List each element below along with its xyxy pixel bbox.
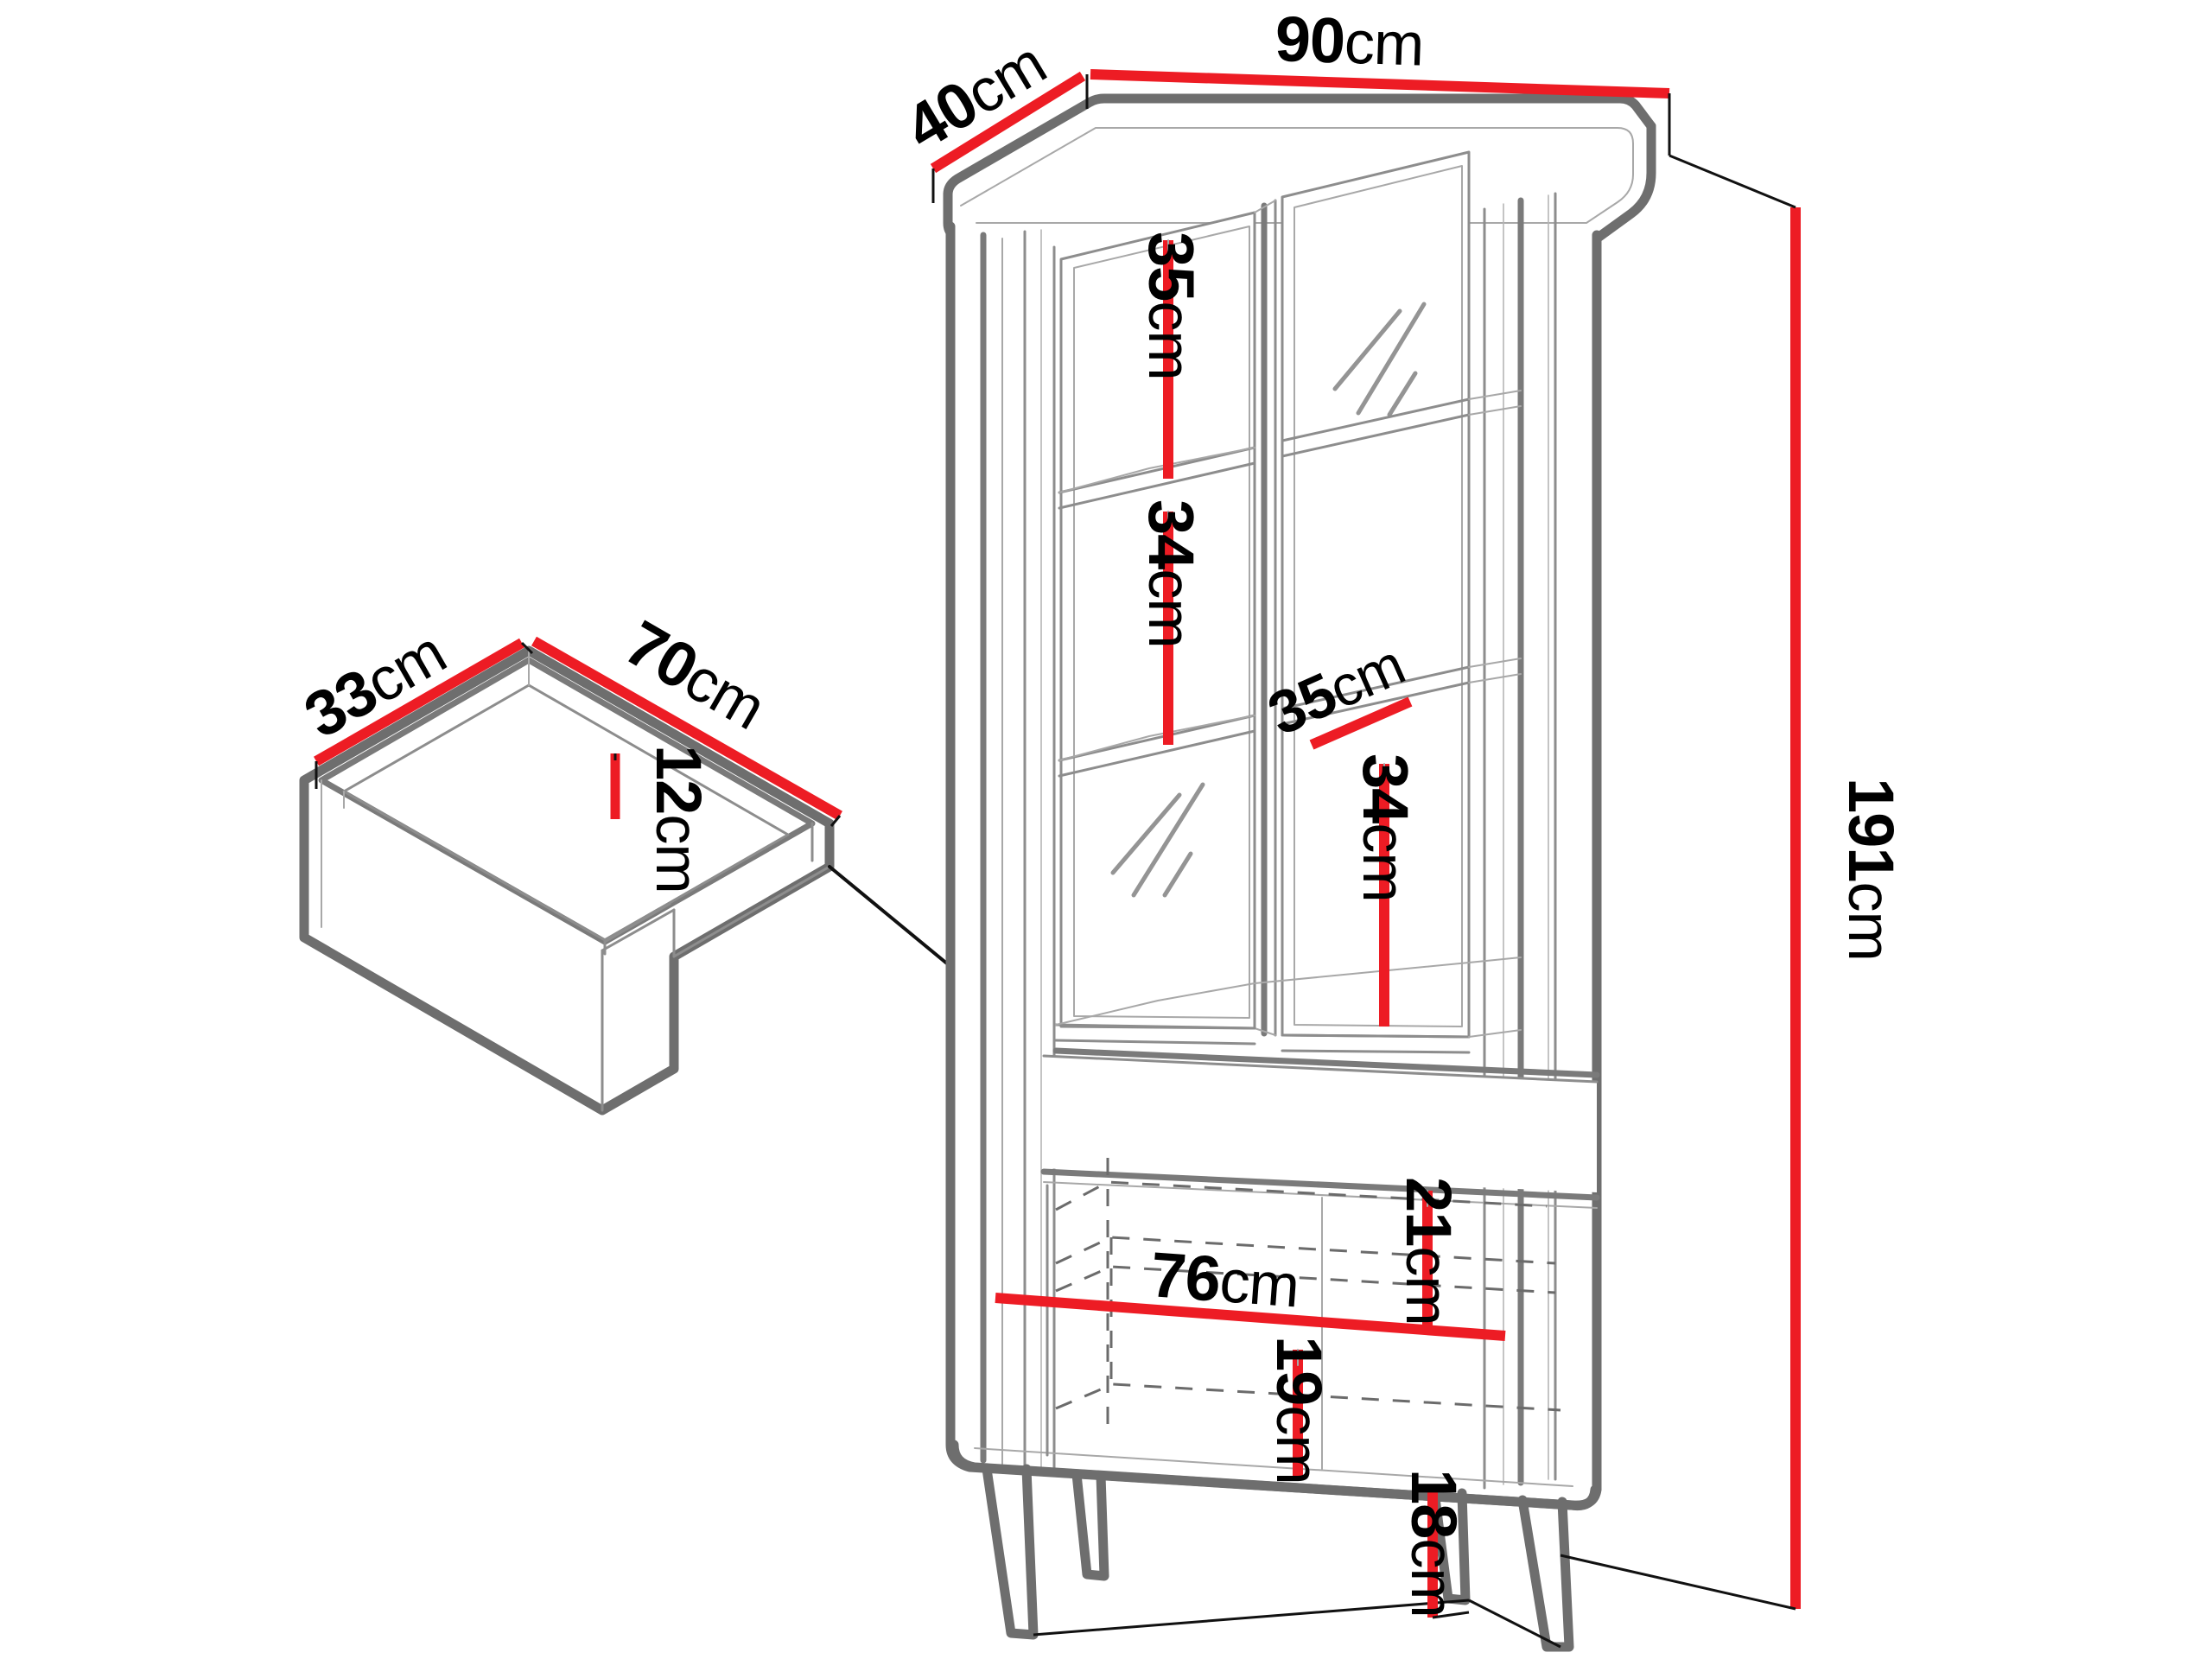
bottom-upper-gap-dimension: 21cm: [1393, 1177, 1465, 1331]
drawer-width-dimension-line: [314, 638, 524, 766]
right-door-glass[interactable]: [1282, 152, 1469, 1037]
right-door-frame-inner: [1294, 165, 1463, 1027]
leg-front-left: [982, 1464, 1039, 1640]
shelf-3-front-left: [1054, 1023, 1256, 1030]
shelf-3-back-edge: [1254, 957, 1522, 984]
cabinet-width-label: 90cm: [1274, 3, 1424, 79]
cabinet-legs: [982, 1464, 1574, 1652]
drawer-front-bottom-edge-b: [1043, 1181, 1598, 1209]
cabinet-height-label: 191cm: [1835, 778, 1907, 961]
drawer-front-fill[interactable]: [1044, 1056, 1597, 1192]
drawer-detail-group: 33cm 70cm 12cm: [293, 607, 842, 1116]
shelf-2-top-left: [1058, 715, 1255, 761]
shelf-3-front-left-b: [1054, 1039, 1256, 1046]
cabinet-top-inner-seam: [960, 127, 1634, 224]
shelf-2-right-return: [1468, 658, 1522, 668]
left-door-frame-inner: [1073, 226, 1250, 1019]
drawer-width-ext-right: [520, 641, 534, 655]
cabinet-shelves: [1052, 390, 1600, 1078]
shelf-depth-right-line: [1309, 696, 1413, 750]
shelf-1-front-right: [1281, 397, 1471, 442]
cabinet-top-fill: [952, 119, 1650, 232]
shelf-gap-mid-right-dimension: 34cm: [1350, 753, 1421, 1027]
drawer-side-step: [672, 865, 831, 958]
shelf-1-right-return: [1468, 390, 1522, 400]
bottom-shelf-width-line: [995, 1293, 1506, 1341]
cabinet-height-dimension: 191cm: [1560, 154, 1907, 1611]
shelf-gap-mid-left-label: 34cm: [1135, 499, 1207, 648]
glass-reflection-upper-icon: [1332, 302, 1427, 417]
shelf-2-right-return-b: [1468, 673, 1522, 683]
leg-height-dimension: 18cm: [1398, 1469, 1470, 1619]
cabinet-depth-line: [930, 71, 1086, 174]
shelf-2-front-left-b: [1058, 729, 1256, 778]
cabinet-glass-doors[interactable]: [1059, 150, 1471, 1039]
glass-compartment-bottom-rail: [1052, 1047, 1600, 1078]
shelf-1-top-left: [1058, 447, 1255, 493]
drawer-left-face: [304, 780, 602, 1110]
cabinet-top-right-corner: [1592, 121, 1656, 244]
hidden-line-shelf-back-top: [1055, 1180, 1548, 1211]
leg-front-right: [1517, 1495, 1574, 1652]
cabinet-base-inner: [974, 1447, 1573, 1487]
shelf-3-front-right-b: [1281, 1049, 1471, 1054]
drawer-front-top-edge: [1042, 1054, 1599, 1084]
drawer-depth-ext: [830, 815, 842, 827]
cabinet-group: [943, 93, 1656, 1652]
door-mullion-bottom-bevel: [1254, 1027, 1276, 1036]
drawer-front-bottom-edge: [1040, 1168, 1600, 1201]
leg-height-ext-bottom: [1432, 1611, 1470, 1619]
drawer-front-bevel-top2: [603, 902, 671, 944]
leg-height-label: 18cm: [1398, 1469, 1470, 1618]
cabinet-width-line: [1090, 69, 1670, 99]
shelf-gap-top-left-dimension: 35cm: [1135, 232, 1207, 479]
glass-reflection-lower-icon: [1110, 782, 1205, 898]
shelf-1-front-right-b: [1281, 413, 1471, 458]
shelf-2-front-left: [1058, 714, 1256, 762]
drawer-body: [299, 645, 835, 1116]
drawer-rim-top: [304, 651, 830, 950]
cabinet-height-ext-top: [1669, 154, 1796, 209]
bottom-lower-gap-label: 19cm: [1263, 1336, 1335, 1484]
drawer-height-label-group: 12cm: [643, 745, 715, 893]
leg-rear-right: [1429, 1486, 1471, 1605]
shelf-gap-mid-right-label: 34cm: [1350, 753, 1421, 902]
ground-line-left: [1033, 1599, 1470, 1637]
leg-rear-left: [1071, 1469, 1109, 1581]
shelf-3-top-left: [1055, 982, 1255, 1026]
drawer-front-bevel-top: [601, 908, 676, 952]
cabinet-height-ext-bottom: [1560, 1554, 1796, 1611]
hidden-line-shelf-top-rear: [1055, 1236, 1556, 1265]
shelf-gap-top-left-label: 35cm: [1135, 232, 1207, 380]
cabinet-width-dimension: 90cm: [1090, 3, 1671, 156]
drawer-depth-dimension-line: [531, 636, 842, 821]
shelf-2-front-right-b: [1281, 681, 1471, 726]
bottom-shelf-width-dimension: 76cm: [995, 1238, 1506, 1341]
cabinet-top-back-edge: [943, 93, 1656, 200]
bottom-shelf-width-label: 76cm: [1148, 1238, 1301, 1320]
ground-line-right-link: [1468, 1599, 1561, 1649]
drawer-front-face: [602, 910, 674, 1110]
cabinet-base-edge: [949, 1440, 1600, 1511]
drawer-cavity-bottom: [342, 683, 790, 942]
bottom-lower-gap-dimension: 19cm: [1263, 1336, 1335, 1484]
shelf-1-right-return-b: [1468, 405, 1522, 416]
shelf-3-front-right: [1281, 1033, 1471, 1039]
shelf-1-front-left-b: [1058, 461, 1256, 510]
shelf-1-front-left: [1058, 446, 1256, 494]
hidden-line-shelf-mid: [1055, 1265, 1556, 1294]
shelf-gap-mid-left-dimension: 34cm: [1135, 499, 1207, 745]
left-door-glass[interactable]: [1061, 213, 1255, 1028]
door-mullion-top-bevel: [1254, 200, 1276, 213]
drawer-height-label: 12cm: [643, 745, 715, 893]
cabinet-drawer-front[interactable]: [1040, 1054, 1600, 1209]
shelf-2-front-right: [1281, 665, 1471, 710]
shelf-3-right-return: [1468, 1029, 1522, 1038]
bottom-upper-gap-label: 21cm: [1393, 1177, 1465, 1325]
